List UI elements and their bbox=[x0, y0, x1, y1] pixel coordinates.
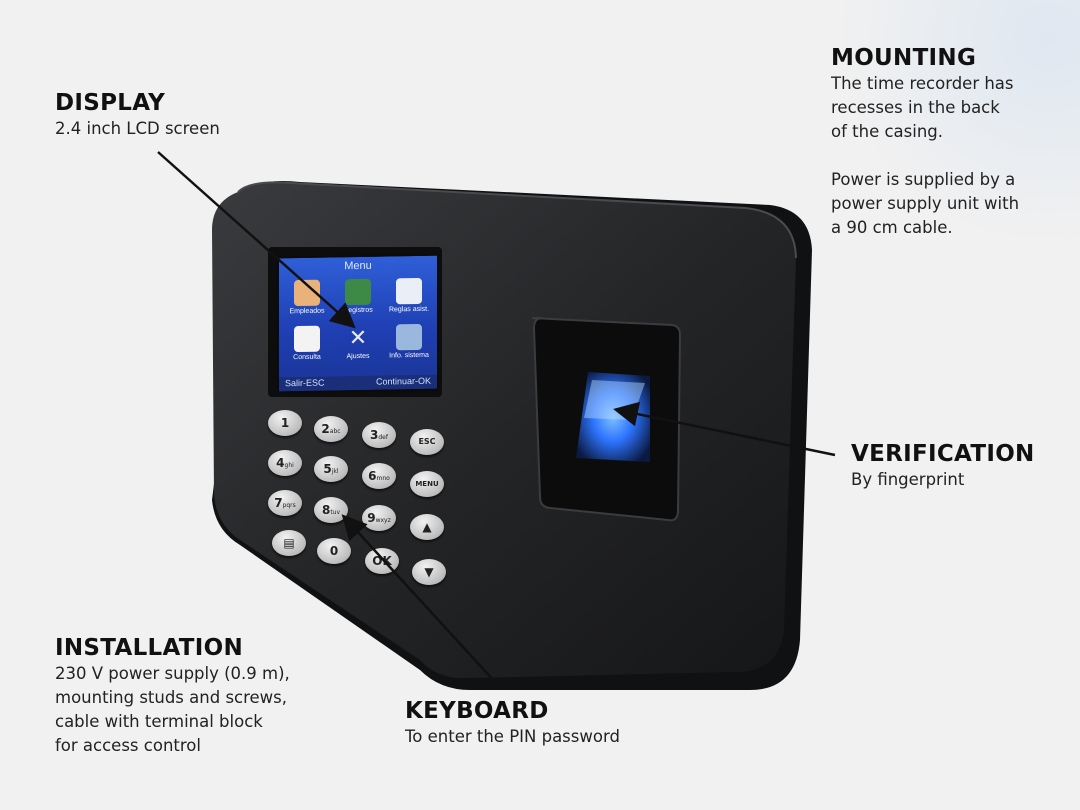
lcd-screen: Menu Empleados Registros Reglas asist. C… bbox=[277, 253, 439, 394]
screen-tile-rules: Reglas asist. bbox=[385, 277, 433, 314]
key-7[interactable]: 7pqrs bbox=[268, 490, 302, 516]
screen-tile-employees: Empleados bbox=[283, 279, 331, 315]
key-ok[interactable]: OK bbox=[365, 548, 399, 574]
display-heading: DISPLAY bbox=[55, 90, 166, 116]
installation-heading: INSTALLATION bbox=[55, 635, 244, 661]
key-4[interactable]: 4ghi bbox=[268, 450, 302, 476]
key-3[interactable]: 3def bbox=[362, 422, 396, 448]
screen-tile-system-info: Info. sistema bbox=[385, 323, 433, 360]
continue-hint: Continuar-OK bbox=[375, 375, 431, 387]
key-menu[interactable]: MENU bbox=[410, 471, 444, 497]
key-up[interactable]: ▲ bbox=[410, 514, 444, 540]
screen-tile-settings: ✕ Ajustes bbox=[346, 324, 370, 361]
document-search-icon bbox=[294, 325, 320, 353]
system-info-icon bbox=[396, 323, 422, 351]
key-5[interactable]: 5jkl bbox=[314, 456, 348, 482]
verification-description: By fingerprint bbox=[851, 470, 965, 489]
calendar-icon bbox=[396, 277, 422, 305]
screen-title: Menu bbox=[344, 259, 372, 273]
callout-keyboard: KEYBOARD To enter the PIN password bbox=[405, 697, 620, 749]
records-icon bbox=[345, 278, 371, 306]
key-2[interactable]: 2abc bbox=[314, 416, 348, 442]
callout-verification: VERIFICATION By fingerprint bbox=[851, 440, 1035, 492]
mounting-heading: MOUNTING bbox=[831, 45, 977, 71]
installation-description: 230 V power supply (0.9 m), mounting stu… bbox=[55, 664, 290, 755]
key-8[interactable]: 8tuv bbox=[314, 497, 348, 523]
screen-tile-query: Consulta bbox=[283, 325, 331, 361]
screen-tile-records: Registros bbox=[334, 278, 382, 315]
verification-heading: VERIFICATION bbox=[851, 441, 1035, 467]
callout-installation: INSTALLATION 230 V power supply (0.9 m),… bbox=[55, 634, 290, 758]
employees-icon bbox=[294, 279, 320, 307]
display-description: 2.4 inch LCD screen bbox=[55, 119, 220, 138]
key-9[interactable]: 9wxyz bbox=[362, 505, 396, 531]
keyboard-heading: KEYBOARD bbox=[405, 698, 549, 724]
keyboard-description: To enter the PIN password bbox=[405, 727, 620, 746]
exit-hint: Salir-ESC bbox=[285, 377, 325, 389]
key-function[interactable]: ▤ bbox=[272, 530, 306, 556]
key-0[interactable]: 0 bbox=[317, 538, 351, 564]
mounting-description: The time recorder has recesses in the ba… bbox=[831, 74, 1020, 237]
callout-mounting: MOUNTING The time recorder has recesses … bbox=[831, 44, 1019, 240]
key-1[interactable]: 1 bbox=[268, 410, 302, 436]
key-esc[interactable]: ESC bbox=[410, 429, 444, 455]
key-down[interactable]: ▼ bbox=[412, 559, 446, 585]
screen-footer: Salir-ESC Continuar-OK bbox=[279, 374, 437, 392]
tools-icon: ✕ bbox=[348, 324, 368, 351]
callout-display: DISPLAY 2.4 inch LCD screen bbox=[55, 89, 220, 141]
key-6[interactable]: 6mno bbox=[362, 463, 396, 489]
